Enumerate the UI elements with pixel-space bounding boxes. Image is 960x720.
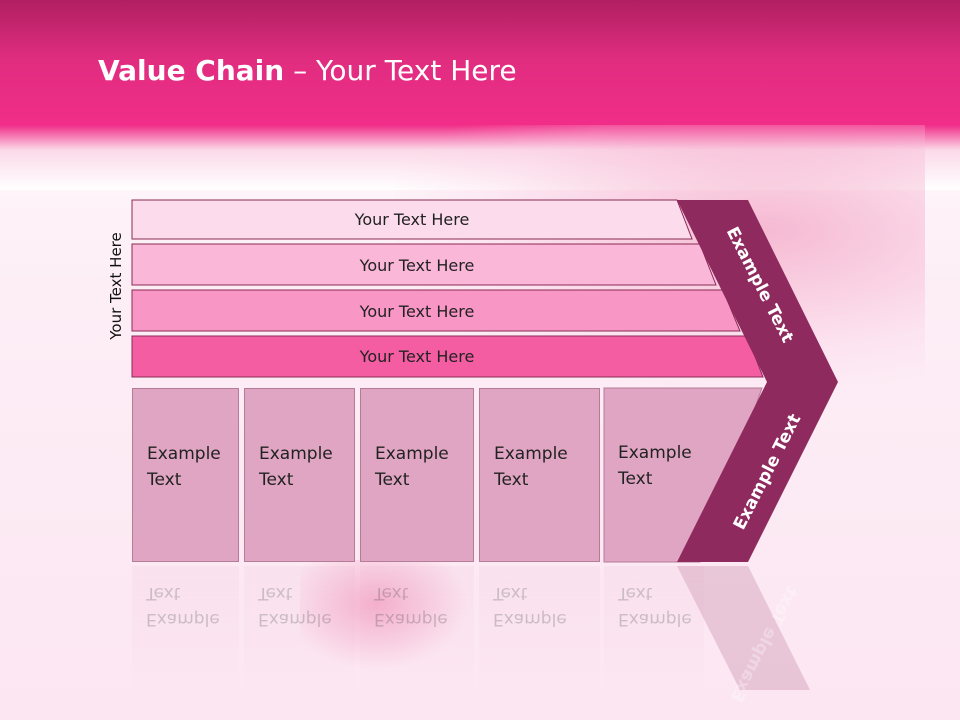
box-1-refl-line1: Example [146, 609, 220, 629]
box-4-refl-line1: Example [493, 609, 567, 629]
box-3-line2: Text [375, 470, 410, 490]
box-1-line1: Example [147, 444, 221, 464]
bar-1-shape [131, 199, 693, 240]
bar-4: Your Text Here [132, 337, 702, 375]
bar-1: Your Text Here [132, 200, 692, 238]
box-1-line2: Text [147, 470, 182, 490]
box-1-refl-line2: Text [146, 583, 181, 603]
box-4-line2: Text [494, 470, 529, 490]
title-rest: – Your Text Here [284, 54, 517, 87]
page-title: Value Chain – Your Text Here [98, 54, 517, 87]
box-2-line2: Text [259, 470, 294, 490]
title-bold: Value Chain [98, 54, 285, 87]
box-4-line1: Example [494, 444, 568, 464]
box-5-line1: Example [618, 443, 692, 463]
bar-4-shape [131, 335, 764, 378]
bar-1-label: Your Text Here [354, 209, 470, 229]
bar-3-label: Your Text Here [359, 301, 475, 321]
bar-3-shape [131, 289, 741, 332]
bar-2: Your Text Here [132, 246, 702, 284]
box-3-refl-line1: Example [374, 609, 448, 629]
box-5-reflection: Example Text [604, 566, 704, 696]
box-4-refl-line2: Text [493, 583, 528, 603]
box-2-line1: Example [259, 444, 333, 464]
box-5-refl-line2: Text [618, 583, 653, 603]
box-3-refl-line2: Text [374, 583, 409, 603]
bar-2-shape [131, 243, 717, 286]
box-3-reflection: Example Text [360, 566, 474, 696]
box-1-reflection: Example Text [132, 566, 239, 696]
box-5-refl-line1: Example [618, 609, 692, 629]
bar-4-label: Your Text Here [359, 346, 475, 366]
chevron-shape [677, 200, 838, 562]
box-5-line2: Text [618, 469, 653, 489]
chevron-reflection [677, 566, 810, 690]
bar-2-label: Your Text Here [359, 255, 475, 275]
box-2-reflection: Example Text [244, 566, 355, 696]
box-4-reflection: Example Text [479, 566, 600, 696]
box-2-refl-line1: Example [258, 609, 332, 629]
box-3-line1: Example [375, 444, 449, 464]
rose-reflection-image [300, 560, 470, 670]
box-2-refl-line2: Text [258, 583, 293, 603]
bar-3: Your Text Here [132, 292, 702, 330]
